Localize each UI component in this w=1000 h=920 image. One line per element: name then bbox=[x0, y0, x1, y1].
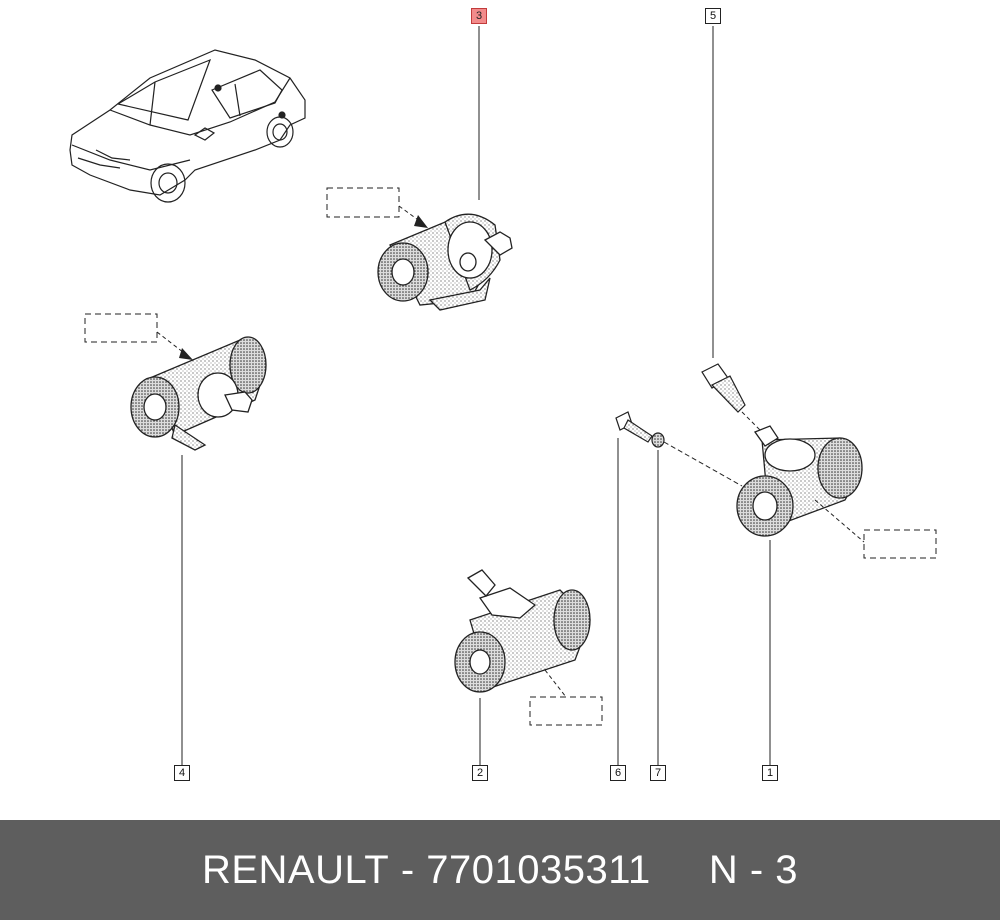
parts-diagram bbox=[69, 26, 937, 765]
bolt-part-6 bbox=[615, 411, 653, 443]
wheel-cylinder-part-2 bbox=[454, 569, 591, 693]
callout-2[interactable]: 2 bbox=[472, 765, 488, 781]
washer-part-7 bbox=[651, 432, 665, 448]
wheel-cylinder-part-3 bbox=[377, 213, 513, 311]
callout-5[interactable]: 5 bbox=[705, 8, 721, 24]
empty-ref-box-3 bbox=[326, 187, 400, 218]
car-icon bbox=[69, 49, 306, 203]
callout-6[interactable]: 6 bbox=[610, 765, 626, 781]
spacer bbox=[651, 848, 709, 893]
brand-label: RENAULT bbox=[201, 847, 390, 892]
part-number: 7701035311 bbox=[426, 847, 651, 892]
separator: - bbox=[389, 847, 427, 892]
callout-7[interactable]: 7 bbox=[650, 765, 666, 781]
position-reference: N - 3 bbox=[708, 847, 799, 892]
callout-3[interactable]: 3 bbox=[471, 8, 487, 24]
wheel-cylinder-part-1 bbox=[736, 425, 863, 537]
empty-ref-box-1 bbox=[863, 529, 937, 559]
callout-1[interactable]: 1 bbox=[762, 765, 778, 781]
empty-ref-box-2 bbox=[529, 696, 603, 726]
callout-4[interactable]: 4 bbox=[174, 765, 190, 781]
wheel-cylinder-part-4 bbox=[130, 336, 267, 451]
footer-bar: RENAULT - 7701035311 N - 3 bbox=[0, 820, 1000, 920]
empty-ref-box-4 bbox=[84, 313, 158, 343]
bleed-screw-part-5 bbox=[701, 363, 746, 413]
